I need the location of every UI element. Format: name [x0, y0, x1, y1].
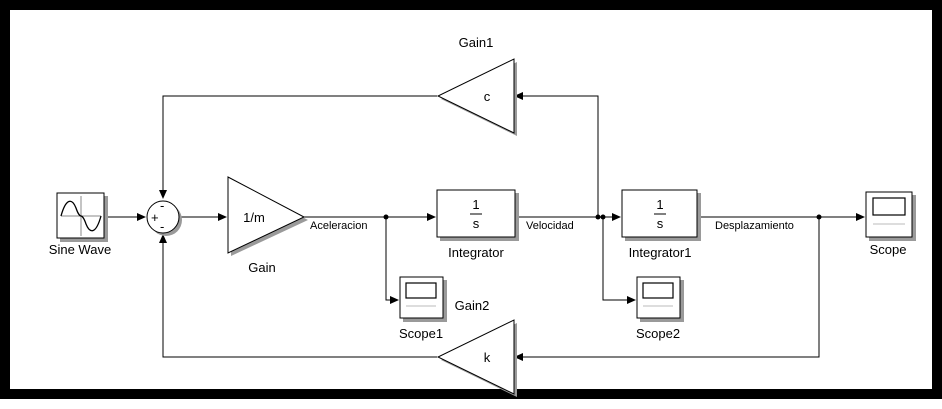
arrow-scope-input	[856, 213, 865, 221]
integrator1-denominator: s	[657, 216, 664, 231]
gain-label: Gain	[248, 260, 275, 275]
scope1-block[interactable]	[399, 276, 447, 322]
wire-gain2-to-sum[interactable]	[162, 243, 437, 358]
arrow-scope2-input	[627, 296, 636, 304]
integrator1-block[interactable]: 1 s	[621, 189, 701, 241]
arrow-integrator1-input	[612, 213, 621, 221]
gain-value: 1/m	[243, 210, 265, 225]
scope2-screen-icon	[642, 282, 674, 299]
gain1-value: c	[484, 89, 491, 104]
wire-velocidad-to-gain1[interactable]	[523, 95, 599, 217]
signal-label-desplazamiento: Desplazamiento	[715, 220, 794, 232]
integrator-label: Integrator	[448, 245, 504, 260]
integrator-denominator: s	[473, 216, 480, 231]
scope-block[interactable]	[865, 191, 916, 241]
arrow-scope1-input	[390, 296, 399, 304]
arrow-sum-bottom-input	[159, 234, 167, 243]
gain-block[interactable]: 1/m	[227, 176, 308, 256]
scope-screen-icon	[872, 197, 906, 216]
signal-label-velocidad: Velocidad	[526, 220, 574, 232]
sine-wave-icon	[60, 200, 102, 232]
gain1-label: Gain1	[459, 35, 494, 50]
signal-label-aceleracion: Aceleracion	[310, 220, 367, 232]
wire-aceleracion-to-scope1[interactable]	[385, 217, 390, 301]
scope2-block[interactable]	[636, 276, 684, 322]
gain2-block[interactable]: k	[436, 319, 517, 397]
sum-plus-sign: +	[151, 210, 159, 225]
integrator-numerator: 1	[472, 197, 479, 212]
arrow-gain2-input	[514, 353, 523, 361]
scope1-screen-icon	[405, 282, 437, 299]
sum-minus-top-sign: -	[160, 198, 164, 213]
gain2-label: Gain2	[455, 298, 490, 313]
arrow-gain1-input	[514, 92, 523, 100]
gain1-block[interactable]: c	[436, 58, 517, 136]
wire-velocidad-to-scope2[interactable]	[602, 217, 627, 301]
sum-minus-bottom-sign: -	[160, 219, 164, 234]
scope2-label: Scope2	[636, 326, 680, 341]
arrow-sum-top-input	[159, 190, 167, 199]
scope1-label: Scope1	[399, 326, 443, 341]
arrow-integrator-input	[427, 213, 436, 221]
scope-label: Scope	[870, 242, 907, 257]
block-diagram: Sine Wave + - - 1/m Gain c Gain1 k Gain2…	[49, 35, 916, 397]
wire-desplazamiento-to-gain2[interactable]	[523, 217, 820, 358]
sine-wave-block[interactable]	[56, 192, 108, 242]
arrow-gain-input	[218, 213, 227, 221]
gain2-value: k	[484, 350, 491, 365]
integrator1-label: Integrator1	[629, 245, 692, 260]
sum-block[interactable]: + - -	[146, 198, 182, 236]
wire-gain1-to-sum[interactable]	[162, 95, 437, 190]
sine-wave-label: Sine Wave	[49, 242, 111, 257]
integrator-block[interactable]: 1 s	[436, 189, 519, 241]
simulink-canvas: Sine Wave + - - 1/m Gain c Gain1 k Gain2…	[0, 0, 942, 399]
arrow-sum-input	[137, 213, 146, 221]
integrator1-numerator: 1	[656, 197, 663, 212]
